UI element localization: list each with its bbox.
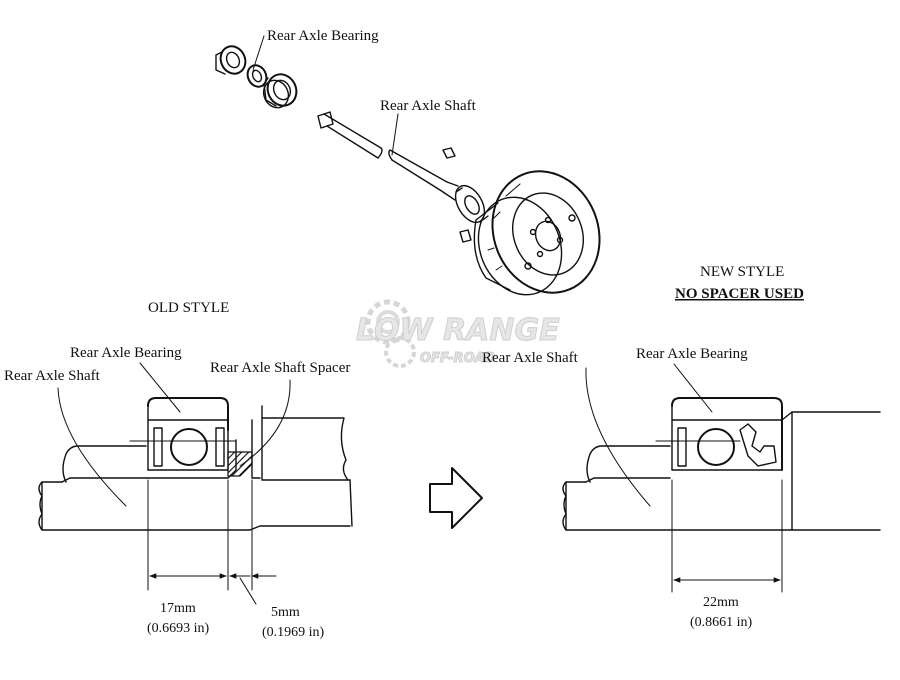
watermark-line2: OFF-ROAD bbox=[420, 351, 496, 366]
bearing-parts-drawing bbox=[215, 45, 298, 109]
old-style-section-drawing bbox=[38, 397, 353, 531]
label-old-spacer: Rear Axle Shaft Spacer bbox=[210, 360, 350, 376]
gear-icon bbox=[365, 299, 416, 368]
label-old-bearing: Rear Axle Bearing bbox=[70, 345, 182, 361]
leader-top-shaft bbox=[391, 113, 399, 156]
heading-no-spacer: NO SPACER USED bbox=[675, 286, 804, 302]
label-top-bearing: Rear Axle Bearing bbox=[267, 28, 379, 44]
leader-top-bearing bbox=[252, 35, 265, 71]
leader-new-shaft bbox=[585, 367, 651, 507]
new-dimension-lines bbox=[671, 479, 783, 593]
heading-new-style: NEW STYLE bbox=[700, 264, 784, 280]
dim-new-bearing-mm: 22mm bbox=[703, 595, 739, 610]
leader-old-shaft bbox=[57, 387, 127, 507]
leader-old-bearing bbox=[139, 362, 181, 413]
dim-old-spacer-in: (0.1969 in) bbox=[262, 625, 325, 640]
wheel-stud-drawing bbox=[442, 147, 472, 243]
label-new-bearing: Rear Axle Bearing bbox=[636, 346, 748, 362]
leader-old-spacer bbox=[239, 379, 291, 467]
right-arrow-icon bbox=[429, 467, 483, 529]
dim-old-bearing-in: (0.6693 in) bbox=[147, 621, 210, 636]
new-style-section-drawing bbox=[562, 397, 881, 531]
brake-drum-drawing bbox=[473, 170, 601, 296]
heading-old-style: OLD STYLE bbox=[148, 300, 229, 316]
old-dimension-lines bbox=[147, 479, 277, 605]
exploded-view: Rear Axle Bearing Rear Axle Shaft bbox=[215, 28, 601, 296]
watermark-logo: LOW RANGE OFF-ROAD bbox=[356, 299, 561, 368]
label-old-shaft: Rear Axle Shaft bbox=[4, 368, 101, 384]
dim-new-bearing-in: (0.8661 in) bbox=[690, 615, 753, 630]
dim-old-bearing-mm: 17mm bbox=[160, 601, 196, 616]
dim-old-spacer-mm: 5mm bbox=[271, 605, 300, 620]
label-top-shaft: Rear Axle Shaft bbox=[380, 98, 477, 114]
watermark-line1: LOW RANGE bbox=[356, 313, 560, 348]
axle-shaft-drawing bbox=[317, 111, 489, 224]
leader-new-bearing bbox=[673, 363, 713, 413]
label-new-shaft: Rear Axle Shaft bbox=[482, 350, 579, 366]
